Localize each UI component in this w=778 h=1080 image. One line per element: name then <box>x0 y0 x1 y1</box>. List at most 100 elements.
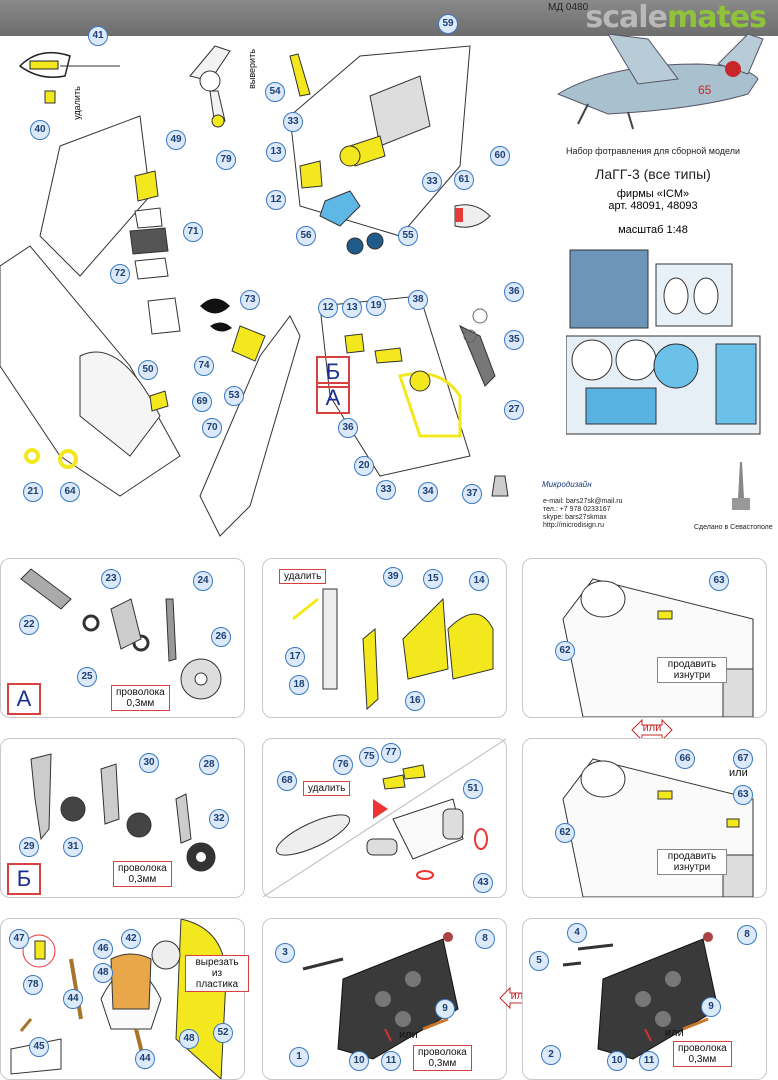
svg-text:65: 65 <box>698 83 712 97</box>
part-number: 68 <box>277 771 297 791</box>
part-number: 67 <box>733 749 753 769</box>
part-number: 32 <box>209 809 229 829</box>
part-number: 8 <box>475 929 495 949</box>
aircraft-photo: 65 <box>556 33 764 130</box>
part-number: 64 <box>60 482 80 502</box>
part-number: 40 <box>30 120 50 140</box>
part-number: 23 <box>101 569 121 589</box>
part-number: 54 <box>265 82 285 102</box>
part-number: 25 <box>77 667 97 687</box>
part-number: 10 <box>349 1051 369 1071</box>
panel-drawing <box>302 932 459 1060</box>
remove-callout: удалить <box>279 569 327 584</box>
part-number: 13 <box>342 298 362 318</box>
part-number: 33 <box>422 172 442 192</box>
part-number: 3 <box>275 943 295 963</box>
part-number: 62 <box>555 641 575 661</box>
part-number: 52 <box>213 1023 233 1043</box>
part-number: 48 <box>179 1029 199 1049</box>
part-number: 33 <box>283 112 303 132</box>
part-number: 43 <box>473 873 493 893</box>
push-through-callout: продавить изнутри <box>657 849 727 875</box>
step-panel-seat: 47 46 42 48 78 44 45 44 48 52 вырезать и… <box>0 918 249 1080</box>
company-logo: Микродизайн <box>542 480 592 489</box>
part-number: 28 <box>199 755 219 775</box>
part-number: 75 <box>359 747 379 767</box>
part-number: 36 <box>504 282 524 302</box>
contact-email: e-mail: bars27sk@mail.ru <box>543 498 623 505</box>
part-number: 35 <box>504 330 524 350</box>
remove-label: удалить <box>71 86 82 120</box>
part-number: 10 <box>607 1051 627 1071</box>
letter-b-marker: Б <box>316 356 350 388</box>
part-number: 72 <box>110 264 130 284</box>
part-number: 70 <box>202 418 222 438</box>
part-number: 73 <box>240 290 260 310</box>
part-number: 20 <box>354 456 374 476</box>
letter-a-marker: А <box>316 382 350 414</box>
part-number: 37 <box>462 484 482 504</box>
part-number: 78 <box>23 975 43 995</box>
part-number: 22 <box>19 615 39 635</box>
align-label: выверить <box>246 49 257 89</box>
part-number: 44 <box>63 989 83 1009</box>
step-panel-a: 22 23 24 25 26 А проволока 0,3мм <box>0 558 245 718</box>
part-number: 60 <box>490 146 510 166</box>
part-number: 42 <box>121 929 141 949</box>
part-number: 26 <box>211 627 231 647</box>
contact-skype: skype: bars27skmax <box>543 514 607 521</box>
part-number: 51 <box>463 779 483 799</box>
panel-drawing <box>20 568 222 700</box>
part-number: 15 <box>423 569 443 589</box>
part-number: 41 <box>88 26 108 46</box>
part-number: 46 <box>93 939 113 959</box>
part-number: 69 <box>192 392 212 412</box>
part-number: 55 <box>398 226 418 246</box>
panel-drawing <box>562 932 719 1060</box>
panel-drawing <box>562 578 754 717</box>
part-number: 31 <box>63 837 83 857</box>
step-panel-bomb: 68 76 75 77 51 43 удалить <box>262 738 507 898</box>
part-number: 63 <box>709 571 729 591</box>
kit-info: Набор фотравления для сборной модели ЛаГ… <box>546 146 760 236</box>
top-assembly-drawing <box>0 45 509 537</box>
panel-drawing <box>292 588 494 711</box>
step-panel-fuselage-2: 66 67 или 63 62 продавить изнутри <box>522 738 767 898</box>
cut-plastic-callout: вырезать из пластика <box>185 955 249 992</box>
letter-b-marker: Б <box>7 863 41 895</box>
or-label: или <box>665 1027 684 1039</box>
wire-callout: проволока 0,3мм <box>111 685 170 711</box>
kit-articles: арт. 48091, 48093 <box>608 200 698 212</box>
or-label: или <box>642 722 662 734</box>
part-number: 36 <box>338 418 358 438</box>
part-number: 9 <box>435 999 455 1019</box>
kit-title: ЛаГГ-3 (все типы) <box>595 166 711 182</box>
wire-callout: проволока 0,3мм <box>413 1045 472 1071</box>
part-number: 1 <box>289 1047 309 1067</box>
part-number: 2 <box>541 1045 561 1065</box>
panel-drawing <box>30 753 216 872</box>
part-number: 29 <box>19 837 39 857</box>
part-number: 63 <box>733 785 753 805</box>
part-number: 16 <box>405 691 425 711</box>
step-panel-fuselage-1: 63 62 продавить изнутри <box>522 558 767 718</box>
panel-drawing <box>562 758 754 897</box>
made-in-label: Сделано в Севастополе <box>694 524 773 531</box>
step-panel-dashboard-1: 3 8 9 1 10 11 или проволока 0,3мм <box>262 918 507 1080</box>
part-number: 12 <box>318 298 338 318</box>
part-number: 39 <box>383 567 403 587</box>
part-number: 5 <box>529 951 549 971</box>
double-arrow-icon <box>631 718 673 742</box>
or-label: или <box>729 767 748 779</box>
part-number: 9 <box>701 997 721 1017</box>
part-number: 47 <box>9 929 29 949</box>
part-number: 17 <box>285 647 305 667</box>
part-number: 19 <box>366 296 386 316</box>
part-number: 11 <box>381 1051 401 1071</box>
part-number: 8 <box>737 925 757 945</box>
contact-phone: тел.: +7 978 0233167 <box>543 506 611 513</box>
part-number: 76 <box>333 755 353 775</box>
contact-info: e-mail: bars27sk@mail.ru тел.: +7 978 02… <box>543 498 622 530</box>
or-label: или <box>399 1029 418 1041</box>
part-number: 56 <box>296 226 316 246</box>
